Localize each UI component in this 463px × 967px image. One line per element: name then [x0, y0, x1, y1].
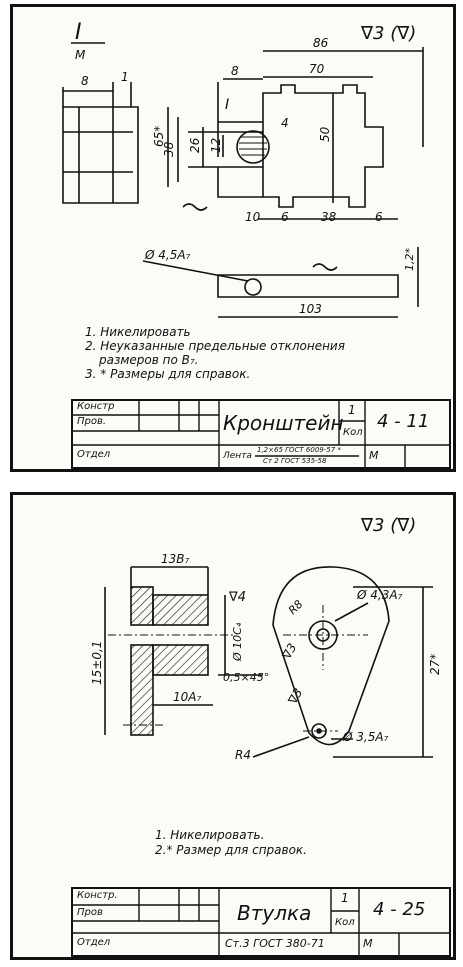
- scale-label: М: [369, 449, 379, 462]
- drawing-kronshtein: I M ∇3 (∇) I 86 70 8 8 1 65* 38 26 12 4 …: [62, 20, 424, 318]
- dim-r4: R4: [235, 748, 251, 762]
- quantity-label: Кол: [343, 427, 363, 438]
- title-block-2: Констр. Пров Отдел Втулка 1 Кол 4 - 25 С…: [71, 887, 451, 957]
- otdel-label-2: Отдел: [77, 937, 111, 948]
- note-2-2: 2.* Размер для справок.: [155, 843, 307, 857]
- konstr-label: Констр: [77, 401, 115, 412]
- roughness-3b: ∇3: [285, 686, 305, 707]
- dim-15: 15±0,1: [90, 641, 104, 685]
- title-block: Констр Пров. Отдел Кронштейн 1 Кол 4 - 1…: [71, 399, 451, 469]
- dim-103: 103: [299, 302, 322, 316]
- part-name-2: Втулка: [237, 901, 312, 925]
- dim-r8: R8: [286, 598, 306, 618]
- note-2-1: 1. Никелировать.: [155, 828, 265, 842]
- drawing-vtulka: ∇3 (∇): [90, 515, 442, 762]
- view-label: I: [75, 20, 82, 45]
- dim-chamfer: 0,5×45°: [223, 671, 269, 684]
- note-2: 2. Неуказанные предельные отклонения: [85, 339, 345, 353]
- title-block-grid-2: [73, 889, 449, 955]
- dim-6-a: 6: [281, 210, 289, 224]
- dim-65: 65*: [152, 126, 166, 147]
- roughness-4: ∇4: [228, 590, 246, 605]
- surface-roughness-symbol-2: ∇3 (∇): [360, 515, 416, 536]
- dim-1: 1: [121, 70, 129, 84]
- drawing-number-2: 4 - 25: [373, 899, 426, 920]
- dim-8-top: 8: [231, 64, 239, 78]
- scale-label-2: М: [363, 937, 373, 950]
- strip-view-outline: [217, 274, 399, 298]
- roughness-3a: ∇3: [279, 641, 299, 662]
- drawing-number: 4 - 11: [377, 411, 430, 432]
- dim-8-left: 8: [81, 74, 89, 88]
- note-3: 3. * Размеры для справок.: [85, 367, 251, 381]
- part-name: Кронштейн: [223, 411, 344, 435]
- prov-label-2: Пров: [77, 907, 103, 918]
- dim-4: 4: [281, 116, 289, 130]
- dim-13: 13B₇: [161, 552, 190, 566]
- dim-27: 27*: [428, 654, 442, 675]
- material-spec-top: 1,2×65 ГОСТ 6009-57 *: [257, 446, 341, 454]
- main-view-outline: [262, 84, 384, 208]
- dim-70: 70: [309, 62, 325, 76]
- dim-50: 50: [318, 126, 332, 142]
- note-1: 1. Никелировать: [85, 325, 191, 339]
- side-view-outline: [62, 106, 139, 204]
- section-mark: I: [225, 97, 229, 113]
- dim-diameter-4-5: Ø 4,5A₇: [144, 248, 191, 262]
- view-scale-label: M: [75, 48, 86, 62]
- drawing-sheet-kronshtein: I M ∇3 (∇) I 86 70 8 8 1 65* 38 26 12 4 …: [10, 4, 456, 472]
- dim-38-vertical: 38: [162, 141, 176, 157]
- note-2-cont: размеров по B₇.: [99, 353, 199, 367]
- quantity: 1: [348, 403, 356, 417]
- dim-26: 26: [188, 137, 202, 153]
- title-block-grid: [73, 401, 449, 467]
- material-prefix: Лента: [223, 451, 252, 461]
- dim-diameter-3-5: Ø 3,5A₇: [342, 730, 389, 744]
- dim-1-2: 1,2*: [403, 248, 416, 271]
- dim-diameter-10: Ø 10C₄: [231, 622, 244, 662]
- dim-38-horizontal: 38: [321, 210, 337, 224]
- quantity-label-2: Кол: [335, 917, 355, 928]
- plate-outline: [272, 566, 390, 746]
- drawing-sheet-vtulka: ∇3 (∇): [10, 492, 456, 960]
- dim-10: 10: [245, 210, 261, 224]
- otdel-label: Отдел: [77, 449, 111, 460]
- dim-diameter-4-3: Ø 4,3A₇: [356, 588, 403, 602]
- material-spec-bottom: Ст 2 ГОСТ 535-58: [263, 457, 327, 465]
- strip-hole: [244, 278, 262, 296]
- prov-label: Пров.: [77, 416, 107, 427]
- konstr-label-2: Констр.: [77, 890, 118, 901]
- dim-12: 12: [209, 138, 223, 153]
- dim-6-b: 6: [375, 210, 383, 224]
- surface-roughness-symbol: ∇3 (∇): [360, 23, 416, 44]
- dim-86: 86: [313, 36, 329, 50]
- material-spec-2: Ст.3 ГОСТ 380-71: [225, 937, 325, 950]
- dim-10a: 10A₇: [173, 690, 201, 704]
- hole-circle: [236, 130, 270, 164]
- quantity-2: 1: [341, 891, 349, 905]
